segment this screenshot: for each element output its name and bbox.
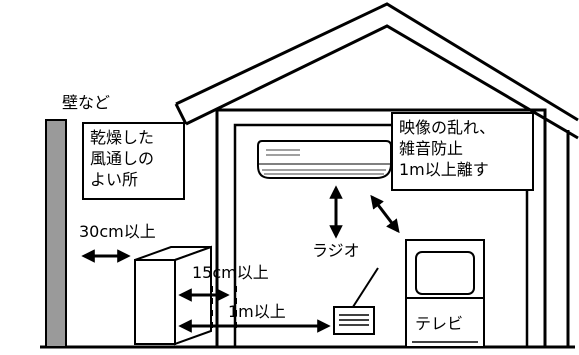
distance-15cm-label: 15cm以上 <box>192 263 269 282</box>
tv-label: テレビ <box>413 314 466 334</box>
ac-note-line-2: 雑音防止 <box>399 139 464 158</box>
dry-place-note: 乾燥した 風通しの よい所 <box>82 122 185 200</box>
dry-place-line-1: 乾燥した <box>90 128 155 147</box>
wall <box>45 119 67 348</box>
ac-note-line-3: 1m以上離す <box>399 160 489 179</box>
house <box>174 2 579 347</box>
wall-label: 壁など <box>62 93 111 112</box>
arrow-ac-tv <box>370 194 400 234</box>
distance-30cm-label: 30cm以上 <box>79 222 156 241</box>
distance-1m-label: 1m以上 <box>228 302 286 321</box>
air-conditioner <box>257 140 392 179</box>
radio-set <box>333 267 379 335</box>
radio-label: ラジオ <box>312 241 360 260</box>
ac-note-line-1: 映像の乱れ、 <box>399 118 496 137</box>
dry-place-line-2: 風通しの <box>90 149 155 168</box>
ac-distance-note: 映像の乱れ、 雑音防止 1m以上離す <box>391 112 534 191</box>
dry-place-line-3: よい所 <box>90 170 139 189</box>
